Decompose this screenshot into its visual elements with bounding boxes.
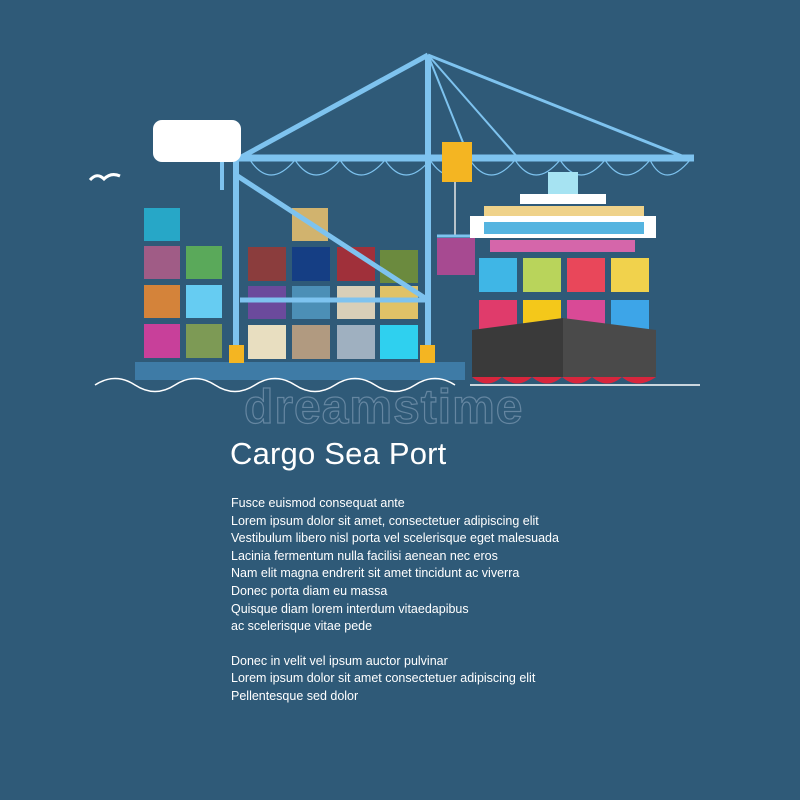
text-line: Vestibulum libero nisl porta vel sceleri… [231, 531, 559, 546]
paragraph-2: Donec in velit vel ipsum auctor pulvinar… [231, 653, 559, 706]
seagull-icon [88, 173, 121, 182]
crane-leg-foot-left [229, 345, 244, 363]
text-line: Quisque diam lorem interdum vitaedapibus [231, 601, 469, 616]
crane-cabin [153, 120, 241, 162]
container-stack-icon [144, 208, 418, 359]
text-line: ac scelerisque vitae pede [231, 619, 373, 634]
hanging-container [437, 238, 475, 275]
poster-title: Cargo Sea Port [230, 436, 447, 471]
text-line: Donec in velit vel ipsum auctor pulvinar [231, 653, 448, 668]
container-ship-icon [470, 172, 656, 384]
crane-leg-foot-right [420, 345, 435, 363]
poster-body: Fusce euismod consequat ante Lorem ipsum… [231, 495, 559, 706]
text-line: Pellentesque sed dolor [231, 688, 359, 703]
crane-trolley [442, 142, 472, 182]
text-line: Lorem ipsum dolor sit amet consectetuer … [231, 671, 536, 686]
text-line: Donec porta diam eu massa [231, 583, 388, 598]
paragraph-1: Fusce euismod consequat ante Lorem ipsum… [231, 495, 559, 636]
watermark: dreamstime [243, 380, 524, 434]
text-line: Fusce euismod consequat ante [231, 496, 405, 510]
cargo-port-illustration [88, 52, 700, 393]
text-line: Lacinia fermentum nulla facilisi aenean … [231, 548, 498, 563]
text-line: Nam elit magna endrerit sit amet tincidu… [231, 566, 520, 581]
text-line: Lorem ipsum dolor sit amet, consectetuer… [231, 513, 539, 528]
water-waves [94, 377, 700, 393]
quay [135, 362, 465, 380]
